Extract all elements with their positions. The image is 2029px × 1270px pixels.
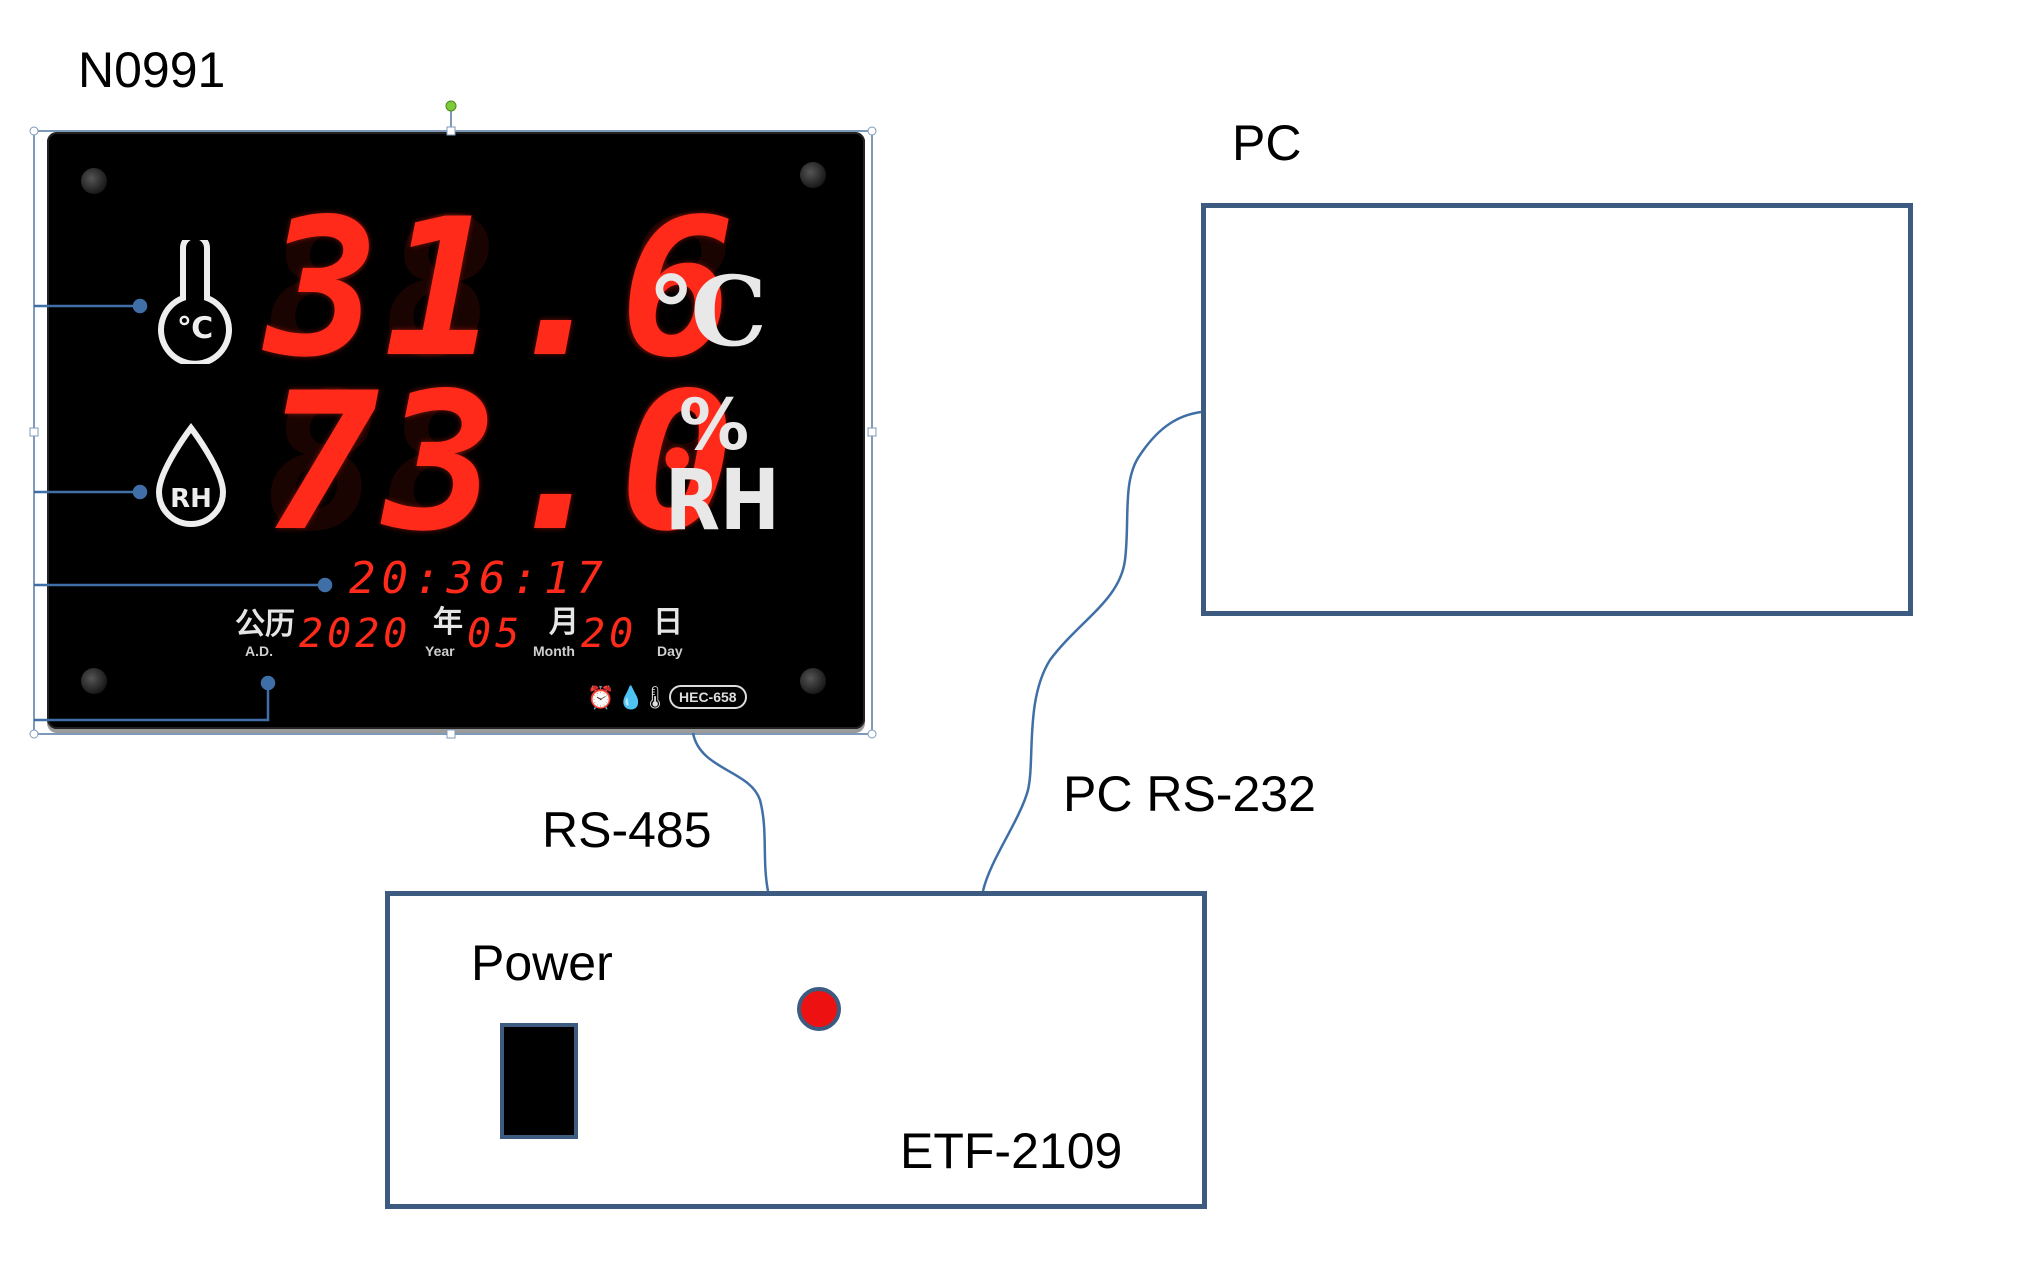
resize-handle[interactable] bbox=[446, 729, 456, 739]
day-sub: Day bbox=[657, 643, 683, 659]
converter-box: Power ETF-2109 bbox=[385, 891, 1207, 1209]
converter-model-label: ETF-2109 bbox=[900, 1123, 1123, 1179]
power-indicator-led bbox=[797, 987, 841, 1031]
temp-humidity-display: ℃ RH 88.8 31.6 ℃ 88.8 73.0 % RH 20:36:17… bbox=[47, 132, 865, 729]
calendar-label: 公历 bbox=[235, 607, 295, 642]
rs485-cable bbox=[691, 732, 770, 892]
year-char: 年 bbox=[433, 605, 463, 640]
resize-handle[interactable] bbox=[867, 729, 877, 739]
resize-handle[interactable] bbox=[867, 126, 877, 136]
thermometer-icon-text: ℃ bbox=[177, 311, 213, 346]
humidity-unit-percent: % bbox=[679, 384, 750, 466]
resize-handle[interactable] bbox=[29, 126, 39, 136]
temperature-unit: ℃ bbox=[652, 255, 768, 368]
month-value: 05 bbox=[467, 611, 524, 657]
selection-frame bbox=[33, 130, 873, 735]
time-value: 20:36:17 bbox=[349, 553, 609, 604]
power-switch[interactable] bbox=[500, 1023, 578, 1139]
screw-icon bbox=[81, 168, 107, 194]
model-badge: HEC-658 bbox=[669, 685, 747, 709]
screw-icon bbox=[800, 668, 826, 694]
resize-handle[interactable] bbox=[29, 427, 39, 437]
humidity-drop-icon: RH bbox=[155, 423, 227, 527]
power-label: Power bbox=[471, 935, 613, 991]
device-name-label: N0991 bbox=[78, 42, 226, 98]
calendar-sub: A.D. bbox=[245, 643, 273, 659]
small-drop-icon: 💧 bbox=[617, 685, 645, 710]
resize-handle[interactable] bbox=[867, 427, 877, 437]
pc-rs232-label: PC RS-232 bbox=[1063, 766, 1316, 822]
day-value: 20 bbox=[581, 611, 638, 657]
year-value: 2020 bbox=[299, 611, 412, 657]
day-char: 日 bbox=[653, 605, 683, 640]
humidity-value: 73.0 bbox=[265, 352, 739, 573]
small-thermometer-icon: 🌡 bbox=[641, 685, 669, 710]
rs232-cable bbox=[981, 410, 1202, 892]
resize-handle[interactable] bbox=[446, 126, 456, 136]
month-char: 月 bbox=[549, 605, 579, 640]
rotation-handle[interactable] bbox=[445, 100, 457, 112]
month-sub: Month bbox=[533, 643, 575, 659]
rs485-label: RS-485 bbox=[542, 802, 712, 858]
year-sub: Year bbox=[425, 643, 455, 659]
temperature-value: 31.6 bbox=[265, 178, 739, 399]
resize-handle[interactable] bbox=[29, 729, 39, 739]
humidity-unit-rh: RH bbox=[665, 451, 780, 549]
screw-icon bbox=[800, 162, 826, 188]
alarm-clock-icon: ⏰ bbox=[587, 685, 615, 710]
pc-label: PC bbox=[1232, 115, 1302, 171]
drop-icon-text: RH bbox=[170, 484, 212, 514]
screw-icon bbox=[81, 668, 107, 694]
pc-box bbox=[1201, 203, 1913, 616]
thermometer-icon: ℃ bbox=[158, 240, 232, 364]
